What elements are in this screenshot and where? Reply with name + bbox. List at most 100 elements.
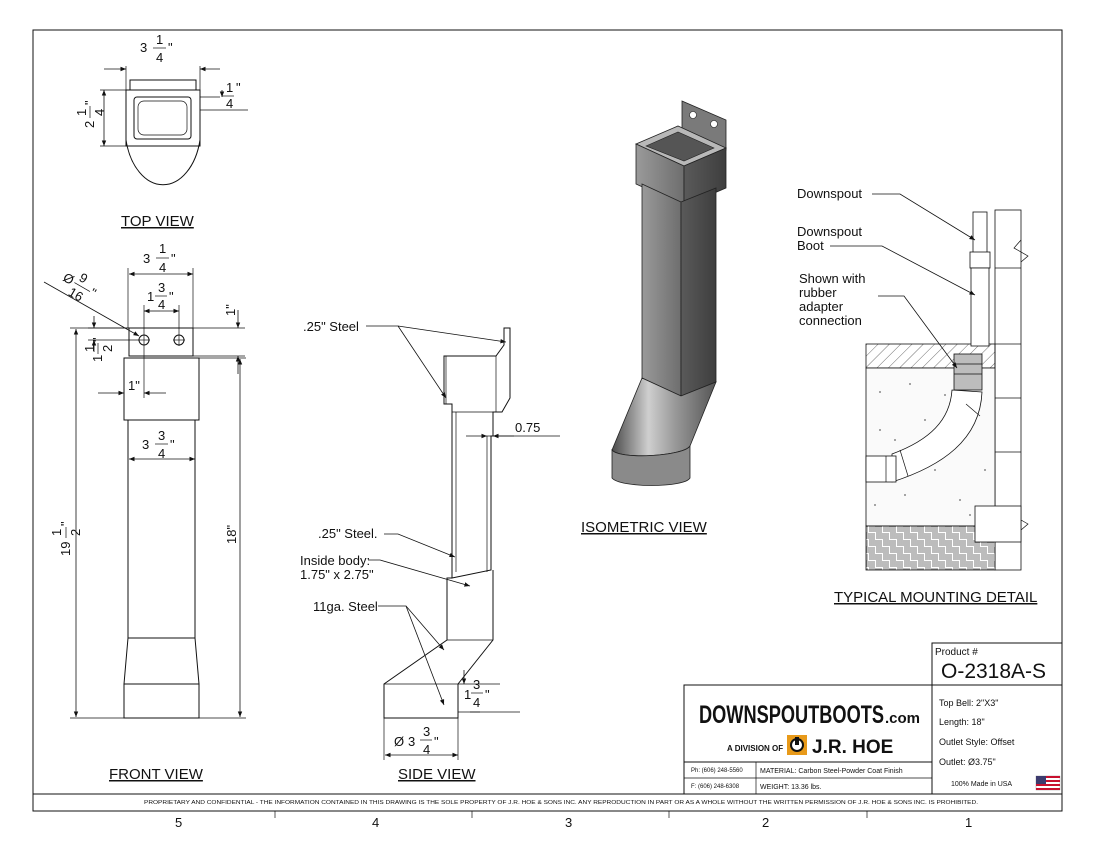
front-bell (123, 357, 200, 421)
side-outlet-d-num: 3 (423, 724, 430, 739)
mount-strap (969, 251, 991, 269)
side-view: .25" Steel 0.75 .25" Steel. Inside body:… (300, 319, 560, 783)
mount-label-downspout: Downspout (797, 186, 862, 201)
front-top-whole: 3 (143, 251, 150, 266)
side-view-title: SIDE VIEW (398, 766, 476, 783)
iso-outlet (611, 444, 691, 486)
front-hole-offset: 1" (128, 378, 140, 393)
brand-suffix: .com (885, 710, 920, 727)
mount-brick-base (865, 525, 996, 571)
front-total-unit: " (58, 521, 73, 526)
mount-adapter (953, 353, 983, 391)
front-total-whole: 19 (58, 542, 73, 556)
side-inside-1: Inside body: (300, 553, 370, 568)
front-top-num: 1 (159, 241, 166, 256)
top-view-tab (129, 79, 197, 91)
side-profile-outer (443, 327, 511, 579)
front-tableft-num: 1 (82, 345, 97, 352)
mount-elbow (891, 389, 983, 483)
top-view-inner (137, 100, 188, 136)
zone-5: 5 (175, 815, 182, 830)
front-total-den: 2 (68, 529, 83, 536)
top-depth-den: 4 (92, 109, 107, 116)
top-width-den: 4 (156, 50, 163, 65)
top-view-outlet-circle (125, 139, 201, 186)
isometric-view: ISOMETRIC VIEW (581, 100, 727, 536)
iso-body-side (680, 187, 717, 397)
front-hole-unit: " (87, 285, 99, 300)
mount-footing (974, 505, 1022, 543)
side-inside-2: 1.75" x 2.75" (300, 567, 374, 582)
front-body-den: 4 (158, 446, 165, 461)
front-hole-num: 9 (77, 270, 91, 287)
zone-2: 2 (762, 815, 769, 830)
material: MATERIAL: Carbon Steel-Powder Coat Finis… (760, 768, 903, 775)
side-outlet-h-whole: 1 (464, 687, 471, 702)
side-steel-top: .25" Steel (303, 319, 359, 334)
top-wall-unit: " (236, 80, 241, 95)
front-spacing-den: 4 (158, 297, 165, 312)
front-length: 18" (224, 525, 239, 544)
zone-markers: 5 4 3 2 1 (175, 811, 972, 830)
top-wall-num: 1 (226, 80, 233, 95)
spec-outlet: Outlet: Ø3.75" (939, 757, 996, 767)
front-body-whole: 3 (142, 437, 149, 452)
mount-boot (970, 267, 990, 347)
front-view: 3 1 4 " 1 3 4 " Ø 9 16 " 1" (43, 241, 246, 783)
front-top-unit: " (171, 251, 176, 266)
mount-label-adapter-1: Shown with (799, 271, 865, 286)
top-depth-unit: " (82, 100, 97, 105)
front-outlet-base (123, 683, 200, 719)
side-outlet-d-whole: 3 (408, 734, 415, 749)
top-view-title: TOP VIEW (121, 213, 195, 230)
front-view-title: FRONT VIEW (109, 766, 204, 783)
product-number: O-2318A-S (941, 660, 1046, 683)
title-block: Product # O-2318A-S DOWNSPOUTBOOTS .com … (683, 642, 1063, 795)
front-hole-den: 16 (66, 284, 86, 304)
fax: F: (606) 248-6308 (691, 784, 740, 790)
front-spacing-unit: " (169, 289, 174, 304)
zone-1: 1 (965, 815, 972, 830)
front-tab (128, 327, 194, 357)
weight: WEIGHT: 13.36 lbs. (760, 784, 822, 791)
spec-length: Length: 18" (939, 717, 985, 727)
spec-top-bell: Top Bell: 2"X3" (939, 698, 998, 708)
side-gauge: 11ga. Steel (313, 599, 378, 614)
mounting-view-title: TYPICAL MOUNTING DETAIL (834, 589, 1037, 606)
product-label: Product # (935, 647, 978, 658)
side-outlet-d-unit: " (434, 734, 439, 749)
division-label: A DIVISION OF (727, 744, 783, 753)
jr-hoe-logo-icon (787, 735, 807, 755)
company-name: J.R. HOE (812, 737, 893, 758)
mount-pipe (865, 455, 897, 483)
zone-3: 3 (565, 815, 572, 830)
side-outlet-d-den: 4 (423, 742, 430, 757)
front-spacing-whole: 1 (147, 289, 154, 304)
top-width-num: 1 (156, 32, 163, 47)
mount-label-adapter-4: connection (799, 313, 862, 328)
iso-offset-cone (611, 377, 717, 457)
front-body-unit: " (170, 437, 175, 452)
front-total-num: 1 (49, 529, 64, 536)
usa-flag-icon (1035, 775, 1061, 791)
spec-outlet-style: Outlet Style: Offset (939, 737, 1015, 747)
front-tableft-den: 2 (100, 345, 115, 352)
front-top-den: 4 (159, 260, 166, 275)
zone-4: 4 (372, 815, 379, 830)
top-view-opening (133, 96, 192, 140)
front-outlet (123, 637, 200, 685)
phone: Ph: (606) 248-5560 (691, 768, 743, 774)
top-width-whole: 3 (140, 40, 147, 55)
mount-label-adapter-3: adapter (799, 299, 844, 314)
side-outlet-h-den: 4 (473, 695, 480, 710)
mount-label-boot-2: Boot (797, 238, 824, 253)
side-wall: 0.75 (515, 420, 540, 435)
top-view-body (125, 89, 201, 147)
top-wall-den: 4 (226, 96, 233, 111)
front-tab-height: 1" (223, 304, 238, 316)
top-depth-num: 1 (74, 109, 89, 116)
front-spacing-num: 3 (158, 280, 165, 295)
iso-body-front (641, 183, 682, 397)
made-in-usa: 100% Made in USA (951, 781, 1012, 788)
